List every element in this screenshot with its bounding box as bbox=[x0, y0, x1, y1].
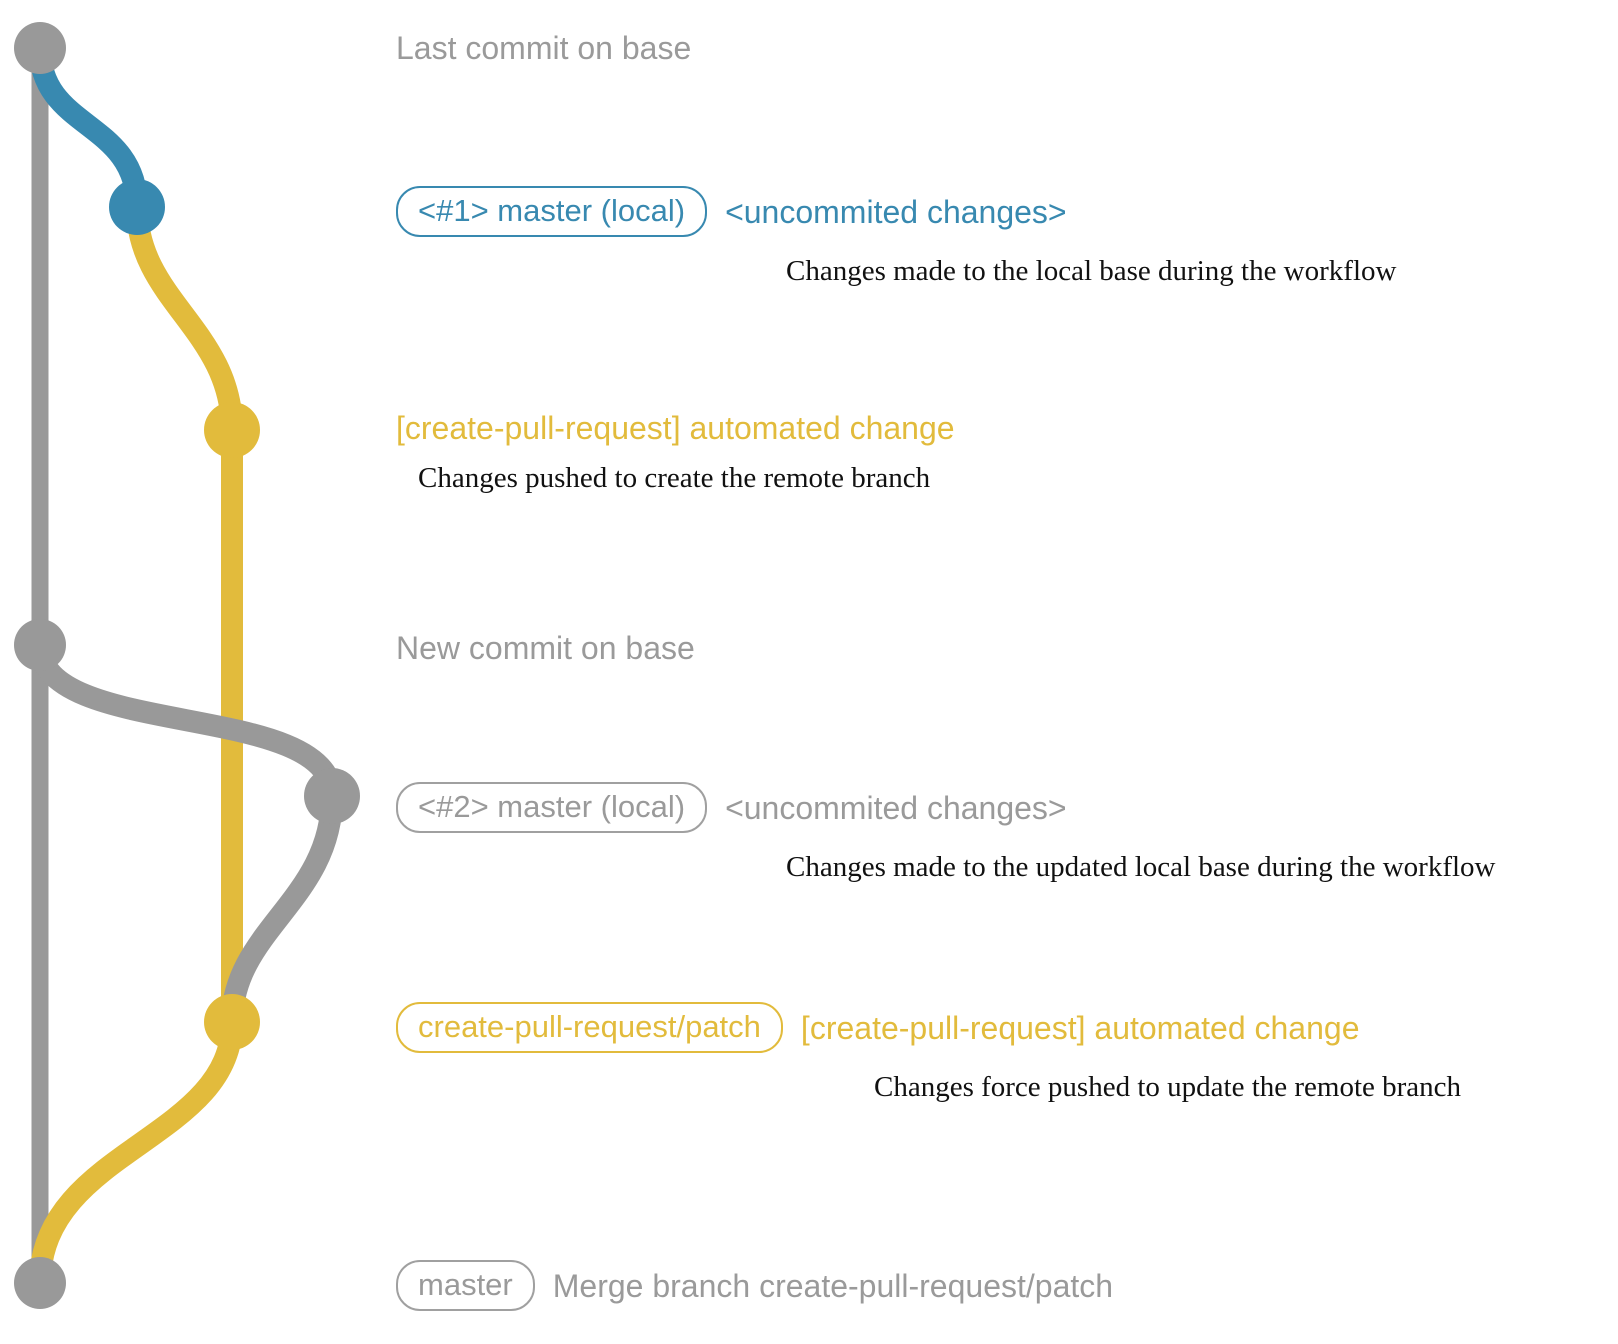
commit-row-local-master-2: <#2> master (local) <uncommited changes>… bbox=[396, 782, 1496, 882]
commit-row-line: <#2> master (local) <uncommited changes> bbox=[396, 782, 1496, 833]
commit-message: [create-pull-request] automated change bbox=[800, 1009, 1360, 1046]
node-new-commit-on-base[interactable] bbox=[14, 619, 66, 671]
commit-row-line: create-pull-request/patch [create-pull-r… bbox=[396, 1002, 1461, 1053]
commit-message: <uncommited changes> bbox=[725, 193, 1067, 230]
commit-row-last-commit-on-base: Last commit on base bbox=[396, 32, 691, 64]
node-last-commit-on-base[interactable] bbox=[14, 22, 66, 74]
node-local-master-1[interactable] bbox=[109, 179, 165, 235]
branch-badge-remote-patch[interactable]: create-pull-request/patch bbox=[396, 1002, 783, 1053]
branch-badge-local-master-1[interactable]: <#1> master (local) bbox=[396, 186, 708, 237]
commit-row-line: Last commit on base bbox=[396, 32, 691, 64]
branch-badge-master[interactable]: master bbox=[396, 1260, 535, 1311]
commit-note: Changes force pushed to update the remot… bbox=[874, 1071, 1462, 1103]
commit-row-merge-master: master Merge branch create-pull-request/… bbox=[396, 1260, 1113, 1311]
node-merge-master[interactable] bbox=[14, 1257, 66, 1309]
commit-message: Last commit on base bbox=[396, 30, 692, 66]
commit-row-local-master-1: <#1> master (local) <uncommited changes>… bbox=[396, 186, 1396, 286]
commit-row-line: master Merge branch create-pull-request/… bbox=[396, 1260, 1113, 1311]
merge-into-remote-line bbox=[221, 785, 343, 1033]
remote-branch-line-1 bbox=[126, 196, 243, 1033]
node-remote-patch-2[interactable] bbox=[204, 994, 260, 1050]
commit-message: <uncommited changes> bbox=[725, 789, 1067, 826]
commit-row-line: [create-pull-request] automated change bbox=[396, 412, 955, 444]
local-branch-line-1 bbox=[29, 37, 148, 218]
commit-row-remote-patch-2: create-pull-request/patch [create-pull-r… bbox=[396, 1002, 1461, 1102]
remote-branch-line-2 bbox=[29, 1011, 243, 1294]
commit-note: Changes made to the updated local base d… bbox=[786, 851, 1496, 883]
commit-note: Changes made to the local base during th… bbox=[786, 255, 1397, 287]
node-remote-patch-1[interactable] bbox=[204, 402, 260, 458]
branch-badge-local-master-2[interactable]: <#2> master (local) bbox=[396, 782, 708, 833]
commit-message: Merge branch create-pull-request/patch bbox=[552, 1267, 1114, 1304]
commit-note: Changes pushed to create the remote bran… bbox=[418, 462, 931, 494]
commit-row-line: <#1> master (local) <uncommited changes> bbox=[396, 186, 1396, 237]
commit-row-new-commit-on-base: New commit on base bbox=[396, 632, 695, 664]
commit-message: [create-pull-request] automated change bbox=[396, 410, 955, 446]
commit-row-line: New commit on base bbox=[396, 632, 695, 664]
commit-row-remote-patch-1: [create-pull-request] automated change C… bbox=[396, 412, 955, 493]
commit-message: New commit on base bbox=[396, 630, 695, 666]
local-branch-line-2 bbox=[29, 634, 343, 807]
node-local-master-2[interactable] bbox=[304, 768, 360, 824]
commit-graph bbox=[14, 22, 360, 1309]
